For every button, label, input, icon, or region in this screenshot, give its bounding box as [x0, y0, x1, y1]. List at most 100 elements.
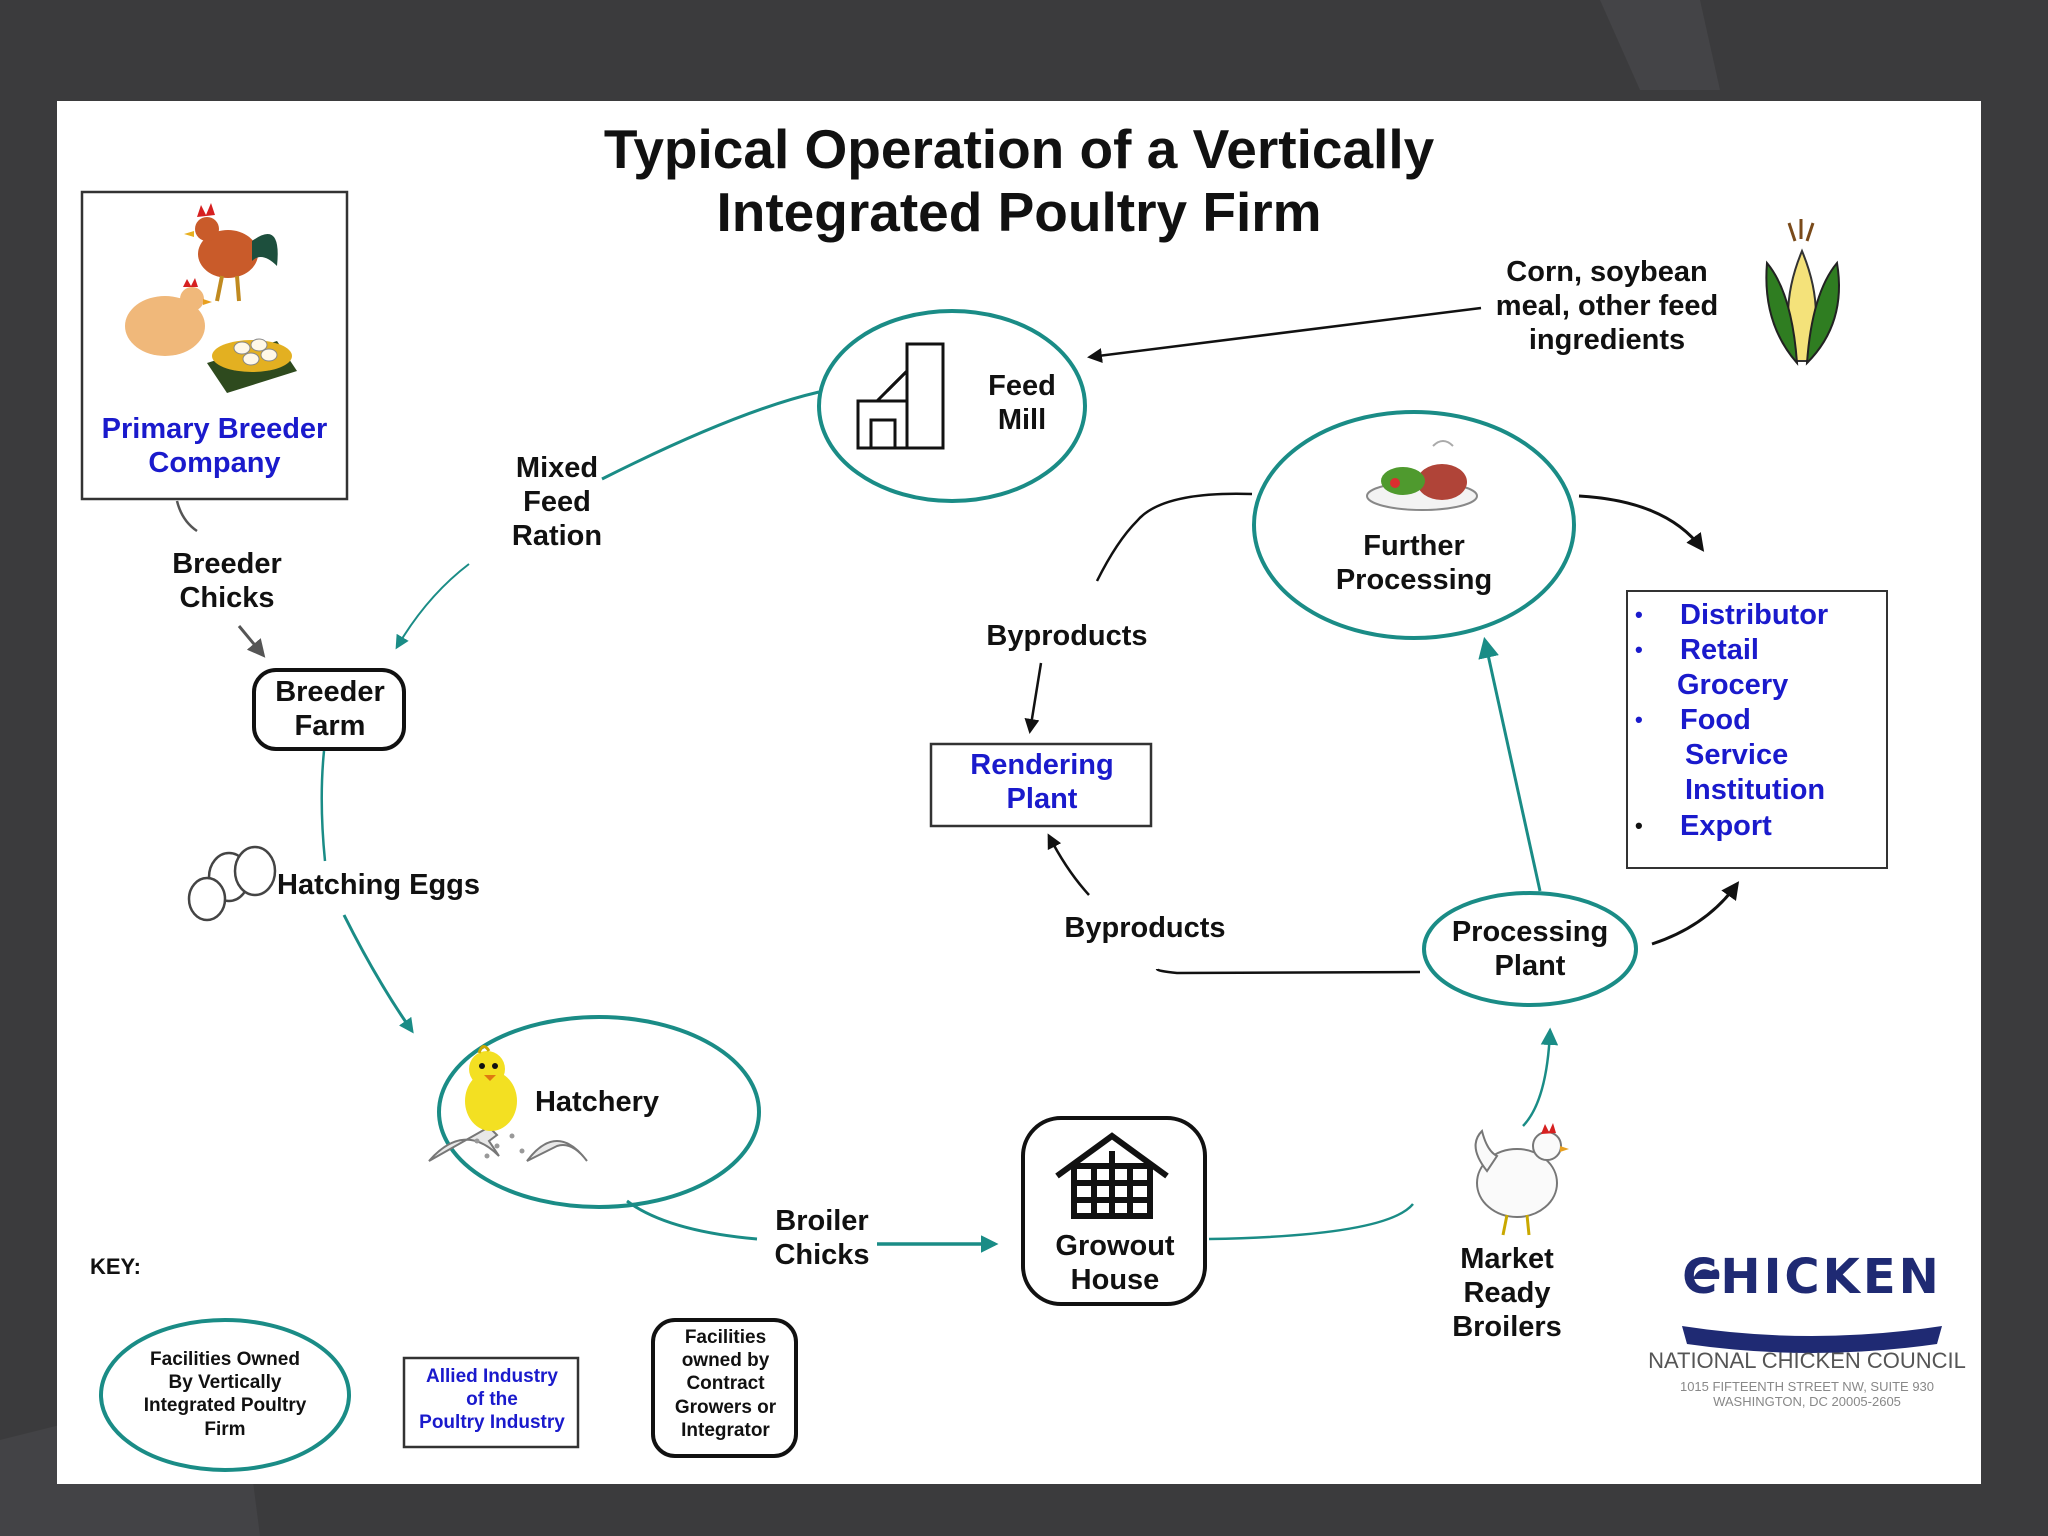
hatching-eggs-label: Hatching Eggs	[277, 869, 481, 901]
connector-breeder-farm-to-eggs	[320, 750, 327, 862]
growout-house-label-line2: House	[1070, 1264, 1160, 1297]
arrow-breeder-chicks-to-farm	[237, 625, 266, 658]
arrow-feed-inputs-to-feedmill	[1087, 306, 1482, 363]
diagram-title: Typical Operation of a Vertically Integr…	[57, 118, 1981, 245]
key-owned-line2: By Vertically	[168, 1372, 282, 1394]
market-ready-label-line1: Market	[1460, 1243, 1554, 1275]
arrow-mixed-feed-to-breeder-farm	[395, 563, 470, 650]
logo-address-line1: 1015 FIFTEENTH STREET NW, SUITE 930	[1679, 1379, 1935, 1394]
bullet-1: •	[1635, 602, 1643, 627]
feed-mill-label-line2: Mill	[997, 404, 1047, 437]
key-contract-line4: Growers or	[674, 1396, 777, 1418]
outlet-institution: Institution	[1685, 774, 1826, 806]
logo-wordmark: CHICKEN	[1682, 1249, 1942, 1305]
title-line-1: Typical Operation of a Vertically	[603, 118, 1435, 180]
feed-mill-ellipse	[817, 309, 1087, 503]
arrow-market-to-processing	[1522, 1027, 1559, 1127]
broiler-hen-icon	[1474, 1123, 1569, 1236]
outlet-service: Service	[1685, 739, 1789, 771]
key-allied-line1: Allied Industry	[426, 1366, 558, 1387]
breeder-farm-label-line1: Breeder	[275, 676, 385, 708]
key-contract-line1: Facilities	[684, 1327, 767, 1348]
connector-feedmill-to-mixed-feed	[601, 390, 820, 481]
feed-mill-icon	[856, 342, 945, 450]
arrow-byproducts-to-rendering-upper	[1024, 662, 1043, 734]
connector-hatchery-to-broiler-chicks	[626, 1199, 758, 1241]
title-line-2: Integrated Poultry Firm	[716, 181, 1322, 244]
breeder-chicks-label: Breeder Chicks	[137, 547, 317, 615]
broiler-chicks-label: Broiler Chicks	[757, 1204, 887, 1272]
breeder-chicks-label-line2: Chicks	[179, 582, 275, 615]
arrow-primary-to-breeder-chicks	[175, 500, 198, 533]
key-contract-box	[651, 1318, 798, 1458]
breeder-chicks-label-line1: Breeder	[172, 548, 282, 580]
key-contract-label: Facilities owned by Contract Growers or …	[653, 1326, 798, 1442]
key-allied-box	[402, 1356, 580, 1449]
corn-icon	[1765, 219, 1840, 366]
key-contract-line5: Integrator	[681, 1419, 770, 1441]
outlet-export: Export	[1680, 810, 1772, 842]
market-ready-label-line3: Broilers	[1452, 1311, 1562, 1344]
mixed-feed-label-line1: Mixed	[515, 452, 599, 484]
hatchery-ellipse	[437, 1015, 761, 1209]
connector-growout-to-market	[1208, 1203, 1414, 1241]
growout-house-label-line1: Growout	[1055, 1230, 1175, 1262]
primary-breeder-label-line2: Company	[148, 447, 281, 480]
connector-processing-to-byproducts	[1155, 968, 1421, 975]
arrow-further-to-outlets	[1578, 494, 1705, 552]
processing-plant-label: Processing Plant	[1424, 915, 1636, 983]
logo-banner: AMERICA'S FAVORITE	[1752, 1313, 1872, 1325]
processing-plant-label-line2: Plant	[1494, 950, 1566, 983]
feed-ingredients-label: Corn, soybean meal, other feed ingredien…	[1487, 255, 1727, 358]
arrow-eggs-to-hatchery	[342, 914, 414, 1034]
processing-plant-label-line1: Processing	[1451, 916, 1609, 948]
bullet-4: •	[1635, 813, 1643, 838]
rendering-plant-label: Rendering Plant	[931, 748, 1153, 816]
breeder-farm-box	[252, 668, 406, 751]
key-owned-line1: Facilities Owned	[150, 1349, 300, 1370]
flow-diagram	[80, 190, 1942, 1472]
primary-breeder-label-line1: Primary Breeder	[101, 413, 328, 445]
hatchery-label: Hatchery	[534, 1086, 660, 1118]
feed-ingredients-label-line3: ingredients	[1528, 324, 1686, 357]
breeder-farm-label: Breeder Farm	[254, 675, 406, 743]
outlet-distributor: Distributor	[1680, 599, 1829, 631]
logo-address-line2: WASHINGTON, DC 20005-2605	[1713, 1394, 1901, 1410]
key-owned-label: Facilities Owned By Vertically Integrate…	[101, 1348, 349, 1441]
plated-food-icon	[1366, 440, 1478, 511]
outlet-grocery: Grocery	[1677, 669, 1789, 701]
rendering-plant-label-line1: Rendering	[970, 749, 1114, 781]
bullet-2: •	[1635, 637, 1643, 662]
processing-plant-ellipse	[1422, 891, 1638, 1007]
growout-house-label: Growout House	[1023, 1229, 1207, 1297]
rendering-plant-label-line2: Plant	[1006, 783, 1078, 816]
broiler-chicks-label-line2: Chicks	[774, 1239, 870, 1272]
breeder-birds-icon	[125, 203, 297, 393]
key-contract-line2: owned by	[681, 1350, 770, 1372]
broiler-chicks-label-line1: Broiler	[775, 1205, 869, 1237]
key-allied-line3: Poultry Industry	[419, 1412, 565, 1434]
arrow-processing-to-outlets	[1651, 881, 1740, 946]
bullet-3: •	[1635, 707, 1643, 732]
key-owned-line4: Firm	[204, 1418, 246, 1440]
market-outlets-box: Distributor Retail Grocery Food Service …	[1626, 590, 1888, 869]
market-ready-label-line2: Ready	[1463, 1277, 1551, 1310]
mixed-feed-label-line3: Ration	[511, 520, 603, 553]
key-contract-line3: Contract	[686, 1373, 765, 1395]
mixed-feed-label-line2: Feed	[523, 486, 591, 519]
logo-organization: NATIONAL CHICKEN COUNCIL	[1648, 1348, 1966, 1373]
breeder-farm-label-line2: Farm	[294, 710, 366, 743]
rendering-plant-box	[929, 742, 1153, 828]
key-owned-ellipse	[99, 1318, 351, 1472]
feed-mill-label: Feed Mill	[972, 369, 1072, 437]
connector-further-to-byproducts	[1095, 492, 1253, 582]
market-ready-broilers-label: Market Ready Broilers	[1422, 1242, 1592, 1345]
byproducts-lower-label: Byproducts	[1064, 912, 1226, 944]
feed-ingredients-label-line1: Corn, soybean	[1506, 256, 1708, 288]
further-processing-label: Further Processing	[1294, 529, 1534, 597]
outlet-food: Food	[1680, 704, 1751, 736]
chicken-council-logo	[1682, 1269, 1942, 1353]
key-heading: KEY:	[90, 1254, 141, 1279]
feed-mill-label-line1: Feed	[988, 370, 1056, 402]
logo-address: 1015 FIFTEENTH STREET NW, SUITE 930 WASH…	[1652, 1379, 1962, 1410]
